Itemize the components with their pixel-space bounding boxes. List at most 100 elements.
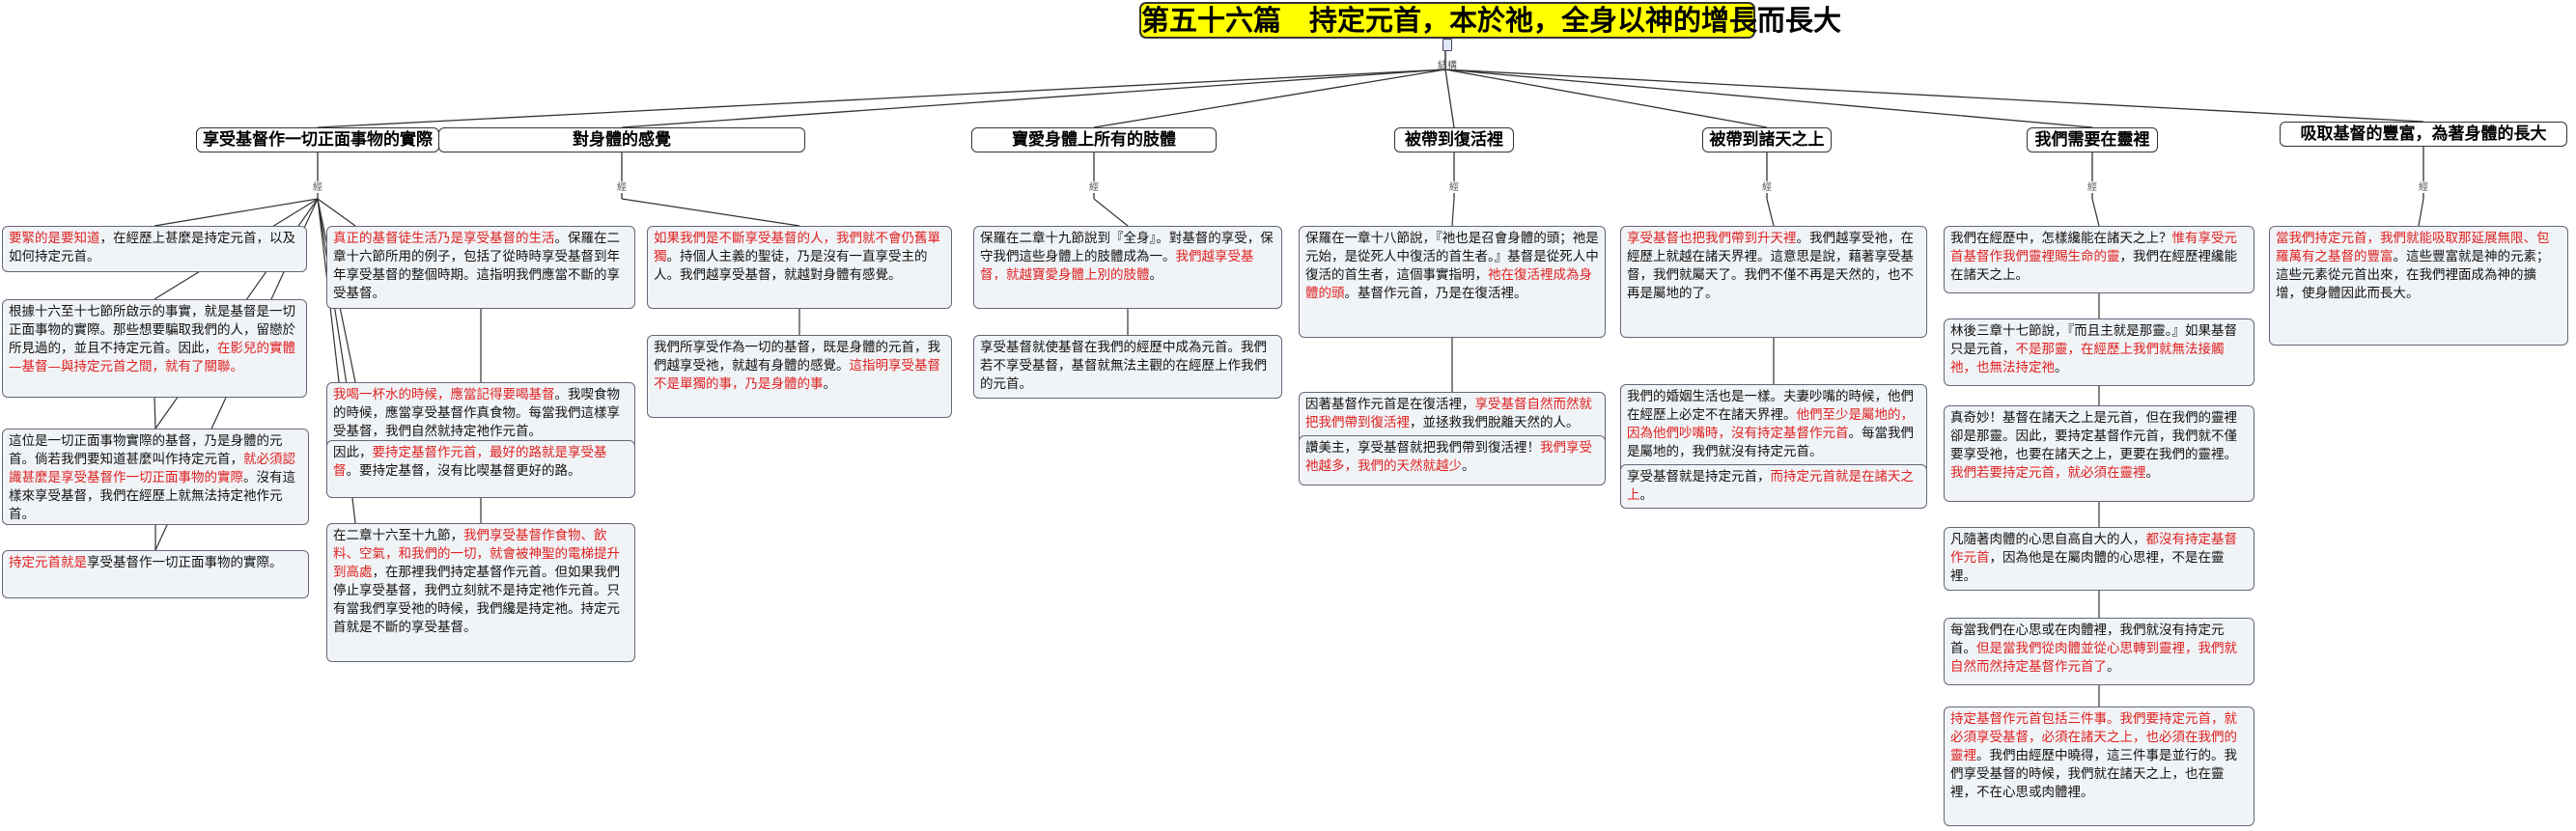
note-text: ，在那裡我們持定基督作元首。但如果我們停止享受基督，我們立刻就不是持定祂作元首。… (333, 565, 620, 635)
note-text: 。 (2107, 659, 2120, 675)
note-text: 我們在經歷中，怎樣纔能在諸天之上？ (1950, 231, 2172, 246)
note-highlight-text: 都沒有持定基督作元首 (1950, 532, 2237, 566)
note-text: 我們所享受作為一切的基督，既是身體的元首，我們越享受祂，就越有身體的感覺。 (654, 340, 940, 374)
note-box: 林後三章十七節說，『而且主就是那靈。』如果基督只是元首，不是那靈，在經歷上我們就… (1944, 319, 2254, 386)
note-highlight-text: 他們至少是屬地的，因為他們吵嘴時，沒有持定基督作元首 (1627, 407, 1914, 441)
note-highlight-text: 如果我們是不斷享受基督的人，我們就不會仍舊單獨 (654, 231, 940, 264)
note-box: 保羅在一章十八節說，『祂也是召會身體的頭；祂是元始，是從死人中復活的首生者。』基… (1299, 226, 1606, 338)
note-highlight-text: 要緊的是要知道 (9, 231, 100, 246)
note-highlight-text: 要持定基督作元首，最好的路就是享受基督 (333, 445, 607, 479)
note-text: 凡隨著肉體的心思自高自大的人， (1950, 532, 2146, 547)
connector-line (317, 69, 1446, 128)
mindmap-title: 第五十六篇 持定元首，本於祂，全身以神的增長而長大 (1139, 2, 1842, 39)
note-text: 因著基督作元首是在復活裡， (1305, 397, 1475, 412)
note-text: 在二章十六至十九節， (333, 528, 463, 543)
note-highlight-text: 而持定元首就是在諸天之上 (1627, 469, 1914, 503)
note-highlight-text: 真正的基督徒生活乃是享受基督的生活 (333, 231, 555, 246)
note-highlight-text: 我們享受基督作食物、飲料、空氣，和我們的一切，就會被神聖的電梯提升到高處 (333, 528, 620, 580)
note-box: 享受基督也把我們帶到升天裡。我們越享受祂，在經歷上就越在諸天界裡。這意思是說，藉… (1620, 226, 1927, 338)
note-box: 我們所享受作為一切的基督，既是身體的元首，我們越享受祂，就越有身體的感覺。這指明… (647, 335, 952, 418)
connector-line (1451, 198, 1455, 227)
note-text: 根據十六至十七節所啟示的事實，就是基督是一切正面事物的實際。那些想要騙取我們的人… (9, 304, 295, 356)
note-text: ，並拯救我們脫離天然的人。 (1410, 415, 1580, 430)
connector-line (1093, 198, 1129, 227)
branch-node[interactable]: 我們需要在靈裡 (2027, 127, 2158, 152)
note-highlight-text: 我們越享受基督，就越寶愛身體上別的肢體 (980, 249, 1254, 283)
note-text: 讚美主，享受基督就把我們帶到復活裡！ (1305, 440, 1540, 456)
note-box: 當我們持定元首，我們就能吸取那延展無限、包羅萬有之基督的豐富。這些豐富就是神的元… (2269, 226, 2568, 346)
note-text: 每當我們在心思或在肉體裡，我們就沒有持定元首。 (1950, 623, 2225, 656)
note-text: 真奇妙！基督在諸天之上是元首，但在我們的靈裡卻是那靈。因此，要持定基督作元首，我… (1950, 410, 2237, 462)
note-box: 每當我們在心思或在肉體裡，我們就沒有持定元首。但是當我們從肉體並從心思轉到靈裡，… (1944, 618, 2254, 685)
note-box: 真奇妙！基督在諸天之上是元首，但在我們的靈裡卻是那靈。因此，要持定基督作元首，我… (1944, 405, 2254, 502)
branch-node[interactable]: 對身體的感覺 (438, 127, 805, 152)
note-highlight-text: 持定基督作元首包括三件事。我們要持定元首，就必須享受基督，必須在諸天之上，也必須… (1950, 711, 2237, 763)
connector-line (1444, 69, 1455, 128)
branch-tag: 經 (2419, 182, 2428, 193)
note-text: 享受基督作一切正面事物的實際。 (87, 555, 283, 570)
note-box: 要緊的是要知道，在經歷上甚麼是持定元首，以及如何持定元首。 (2, 226, 307, 272)
note-text: 享受基督就使基督在我們的經歷中成為元首。我們若不享受基督，基督就無法主觀的在經歷… (980, 340, 1267, 392)
connector-line (317, 198, 356, 227)
note-text: 這位是一切正面事物實際的基督，乃是身體的元首。倘若我們要知道甚麼叫作持定元首， (9, 433, 283, 467)
note-box: 這位是一切正面事物實際的基督，乃是身體的元首。倘若我們要知道甚麼叫作持定元首，就… (2, 429, 309, 525)
note-text: 。 (1639, 487, 1654, 503)
note-text: 。 (1149, 267, 1163, 283)
note-text: 。每當我們是屬地的，我們就沒有持定元首。 (1627, 426, 1914, 459)
note-box: 凡隨著肉體的心思自高自大的人，都沒有持定基督作元首，因為他是在屬肉體的心思裡，不… (1944, 527, 2254, 591)
note-text: 。持個人主義的聖徒，乃是沒有一直享受主的人。我們越享受基督，就越對身體有感覺。 (654, 249, 928, 283)
note-highlight-text: 但是當我們從肉體並從心思轉到靈裡，我們就自然而然持定基督作元首了 (1950, 641, 2237, 675)
note-text: ，在經歷上甚麼是持定元首，以及如何持定元首。 (9, 231, 295, 264)
branch-tag: 經 (1089, 182, 1099, 193)
note-text: 享受基督就是持定元首， (1627, 469, 1771, 485)
note-box: 根據十六至十七節所啟示的事實，就是基督是一切正面事物的實際。那些想要騙取我們的人… (2, 299, 307, 398)
note-text: 。我喫食物的時候，應當享受基督作真食物。每當我們這樣享受基督，我們自然就持定祂作… (333, 387, 620, 439)
note-box: 享受基督就使基督在我們的經歷中成為元首。我們若不享受基督，基督就無法主觀的在經歷… (973, 335, 1282, 399)
note-box: 享受基督就是持定元首，而持定元首就是在諸天之上。 (1620, 464, 1927, 509)
note-text: 。要持定基督，沒有比喫基督更好的路。 (346, 463, 581, 479)
note-text: 。沒有這樣來享受基督，我們在經歷上就無法持定祂作元首。 (9, 470, 295, 522)
note-box: 持定元首就是享受基督作一切正面事物的實際。 (2, 550, 309, 598)
note-highlight-text: 祂在復活裡成為身體的頭 (1305, 267, 1592, 301)
note-text: ，我們在經歷裡纔能在諸天之上。 (1950, 249, 2237, 283)
note-highlight-text: 不是那靈，在經歷上我們就無法接觸祂，也無法持定祂 (1950, 342, 2225, 375)
note-highlight-text: 享受基督也把我們帶到升天裡 (1627, 231, 1797, 246)
connector-line (1444, 69, 2424, 123)
branch-node[interactable]: 寶愛身體上所有的肢體 (971, 127, 1217, 152)
connector-line (1444, 69, 2093, 128)
branch-node[interactable]: 被帶到復活裡 (1394, 127, 1514, 152)
note-text: 。保羅在二章十六節所用的例子，包括了從時時享受基督到年年享受基督的整個時期。這指… (333, 231, 620, 301)
note-highlight-text: 在影兒的實體—基督—與持定元首之間，就有了關聯。 (9, 341, 295, 374)
connector-line (2091, 198, 2100, 227)
note-highlight-text: 享受基督自然而然就把我們帶到復活裡 (1305, 397, 1592, 430)
note-text: 。 (2145, 465, 2160, 481)
connector-line (154, 198, 319, 227)
branch-tag: 經 (1762, 182, 1772, 193)
note-highlight-text: 持定元首就是 (9, 555, 87, 570)
note-box: 因此，要持定基督作元首，最好的路就是享受基督。要持定基督，沒有比喫基督更好的路。 (326, 440, 635, 498)
note-text: 保羅在一章十八節說，『祂也是召會身體的頭；祂是元始，是從死人中復活的首生者。』基… (1305, 231, 1599, 283)
note-box: 持定基督作元首包括三件事。我們要持定元首，就必須享受基督，必須在諸天之上，也必須… (1944, 706, 2254, 826)
note-box: 真正的基督徒生活乃是享受基督的生活。保羅在二章十六節所用的例子，包括了從時時享受… (326, 226, 635, 309)
note-highlight-text: 我們享受祂越多，我們的天然就越少 (1305, 440, 1592, 474)
note-text: ，因為他是在屬肉體的心思裡，不是在靈裡。 (1950, 550, 2225, 584)
connector-line (2418, 198, 2424, 227)
connector-line (1766, 198, 1775, 227)
branch-node[interactable]: 享受基督作一切正面事物的實際 (196, 127, 439, 152)
note-highlight-text: 我們若要持定元首，就必須在靈裡 (1950, 465, 2146, 481)
connector-line (621, 198, 800, 227)
branch-node[interactable]: 吸取基督的豐富，為著身體的長大 (2280, 122, 2567, 147)
note-text: 保羅在二章十九節說到『全身』。對基督的享受，保守我們這些身體上的肢體成為一。 (980, 231, 1274, 264)
note-box: 如果我們是不斷享受基督的人，我們就不會仍舊單獨。持個人主義的聖徒，乃是沒有一直享… (647, 226, 952, 309)
note-highlight-text: 就必須認識甚麼是享受基督作一切正面事物的實際 (9, 452, 295, 485)
note-box: 我們在經歷中，怎樣纔能在諸天之上？惟有享受元首基督作我們靈裡賜生命的靈，我們在經… (1944, 226, 2254, 293)
note-highlight-text: 這指明享受基督不是單獨的事，乃是身體的事 (654, 358, 940, 392)
center-tag: 結構 (1438, 61, 1457, 71)
note-text: 因此， (333, 445, 373, 460)
connector-line (1093, 69, 1446, 128)
branch-tag: 經 (617, 182, 627, 193)
branch-tag: 經 (1449, 182, 1459, 193)
note-text: 。 (2055, 360, 2068, 375)
branch-node[interactable]: 被帶到諸天之上 (1702, 127, 1832, 152)
document-icon[interactable] (1442, 39, 1452, 51)
